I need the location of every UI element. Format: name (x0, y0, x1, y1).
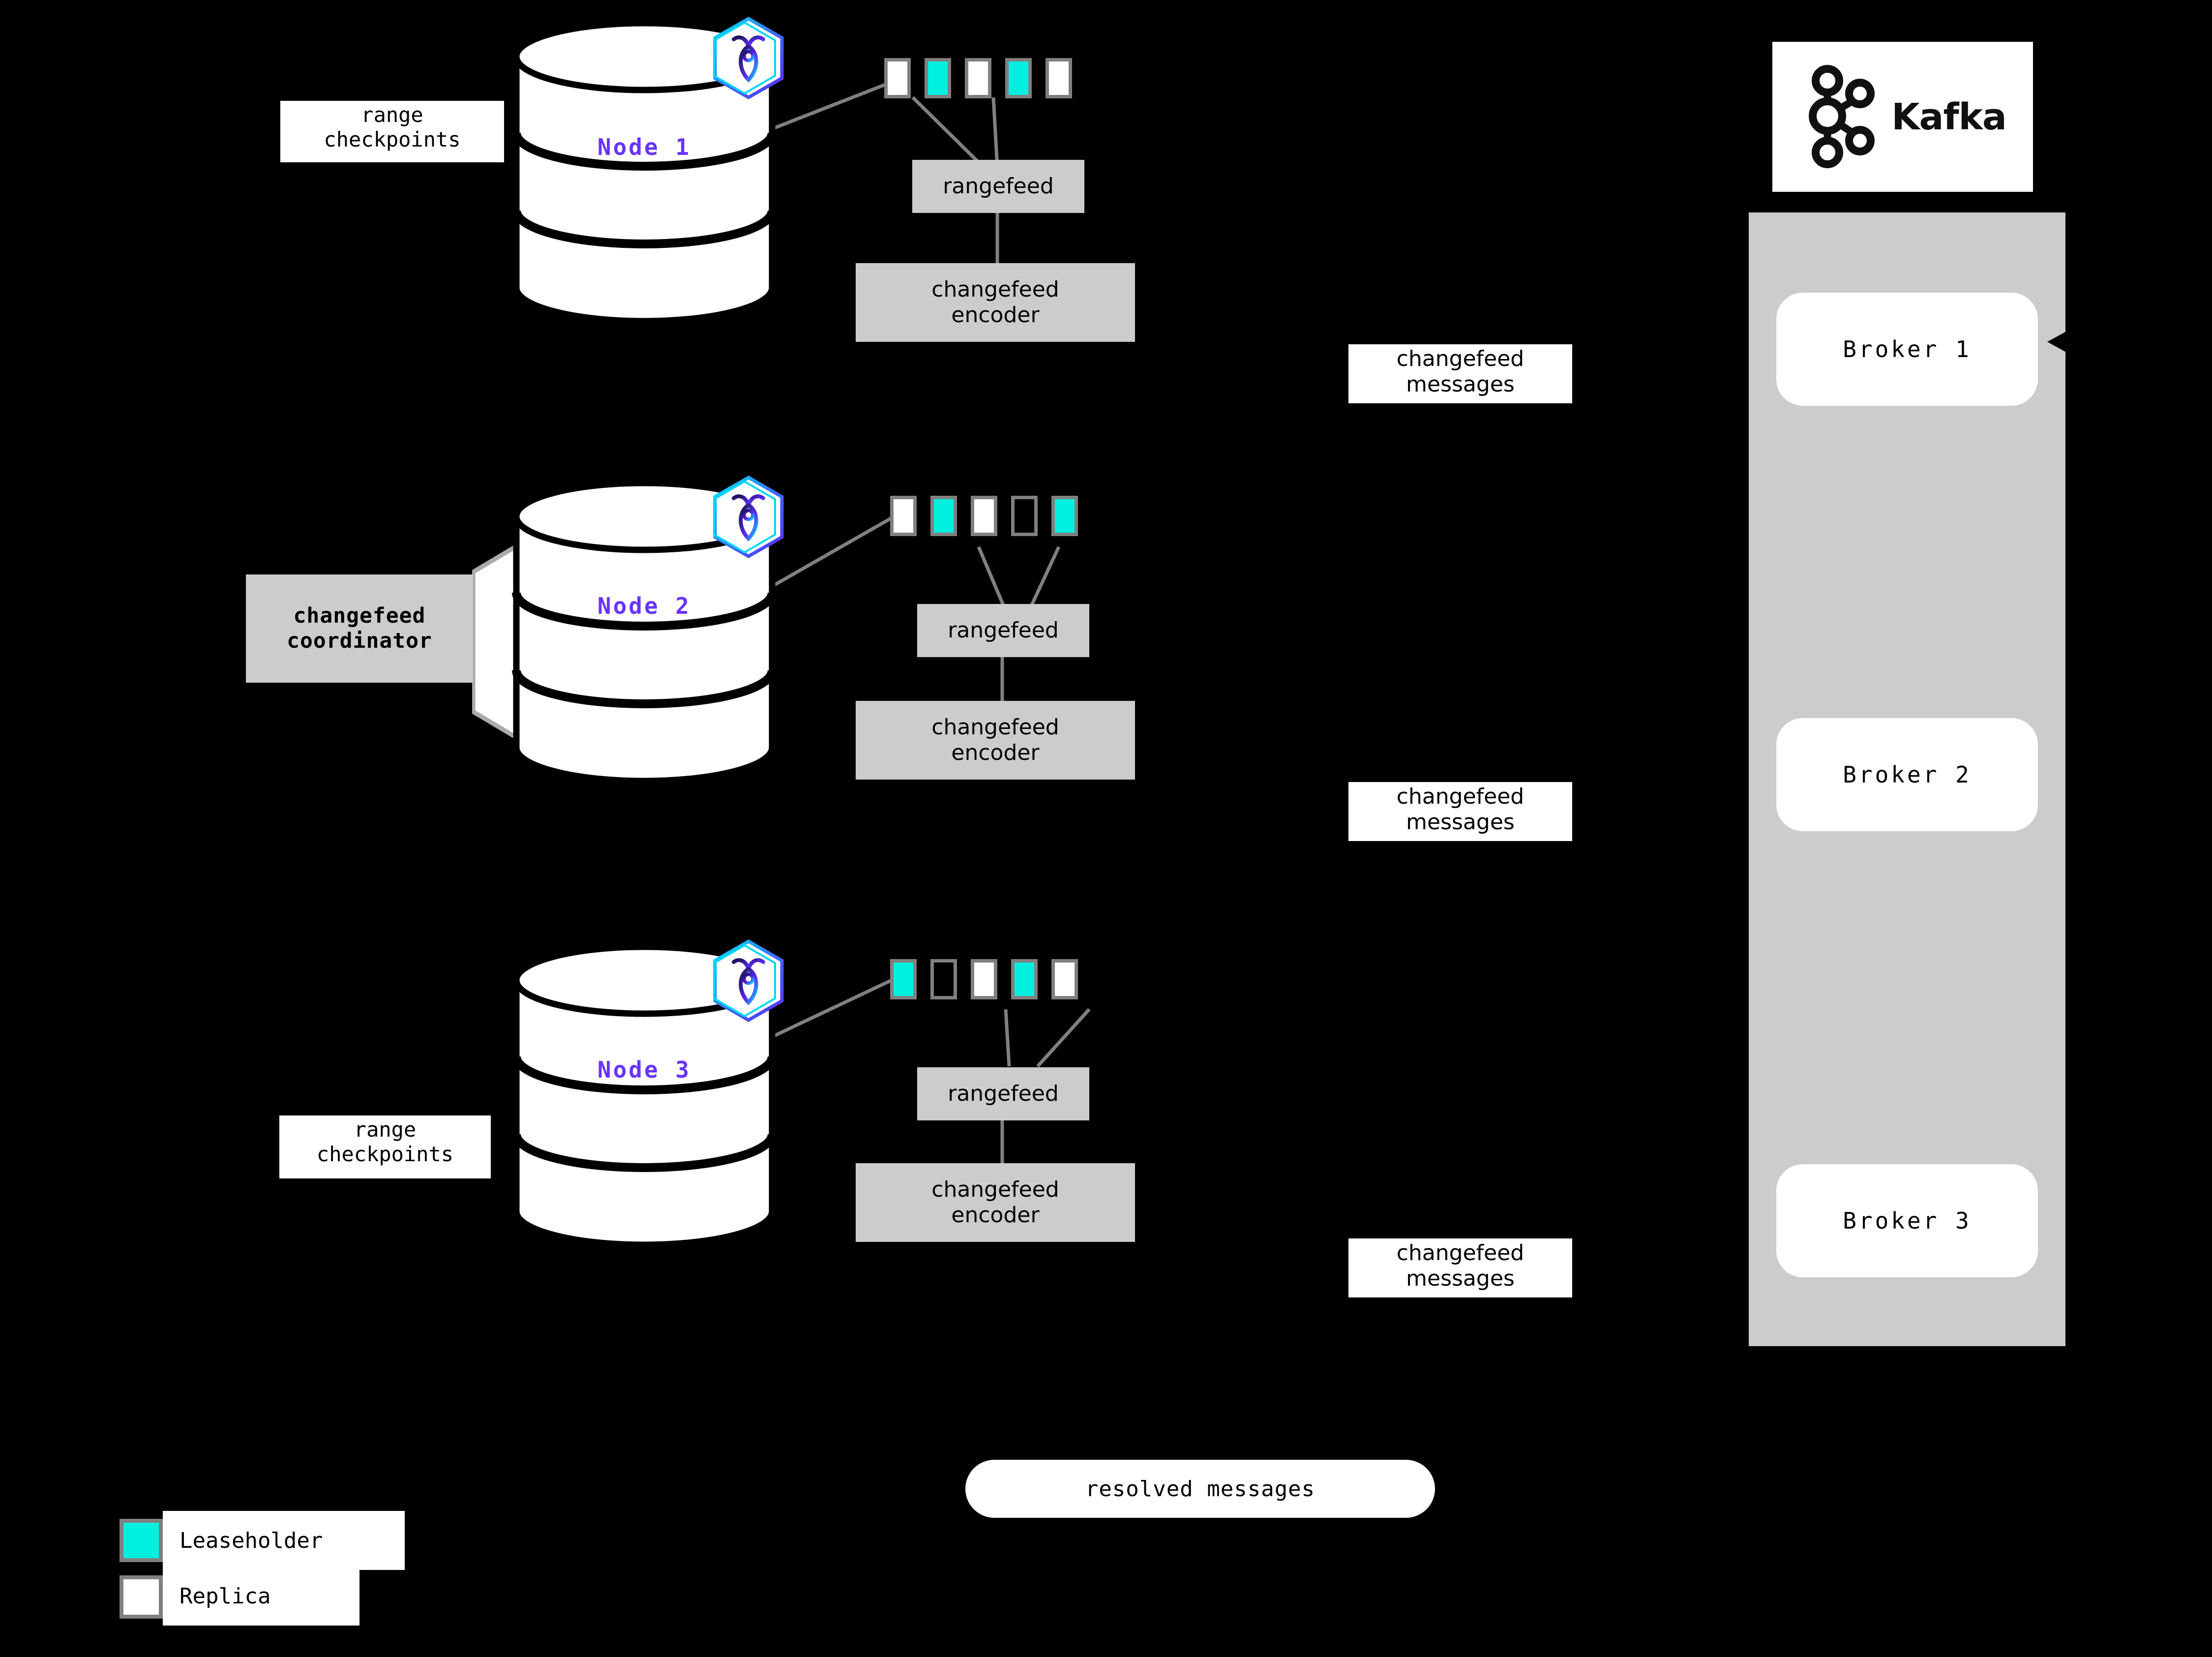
range-checkpoints-text: range checkpoints (316, 1117, 454, 1166)
rangefeed-box-node3[interactable]: rangefeed (917, 1067, 1089, 1120)
range-leaseholder[interactable] (1011, 959, 1038, 999)
kafka-inbound-arrow-icon (2047, 331, 2068, 353)
changefeed-encoder-box-node2[interactable]: changefeed encoder (856, 701, 1135, 780)
rangefeed-label: rangefeed (943, 174, 1054, 199)
legend-text: Replica (179, 1583, 271, 1609)
resolved-messages-label: resolved messages (1085, 1476, 1315, 1502)
kafka-wordmark: Kafka (1891, 95, 2007, 138)
node-label-3: Node 3 (597, 1056, 691, 1083)
changefeed-encoder-label: changefeed encoder (931, 1177, 1059, 1228)
changefeed-encoder-box-node1[interactable]: changefeed encoder (856, 263, 1135, 342)
changefeed-encoder-box-node3[interactable]: changefeed encoder (856, 1163, 1135, 1242)
kafka-logo-icon (1799, 63, 1883, 171)
node-cylinder-2 (511, 480, 777, 784)
rangefeed-label: rangefeed (948, 618, 1059, 643)
range-replica[interactable] (1046, 58, 1072, 98)
legend-label-replica: Replica (163, 1567, 359, 1626)
changefeed-coordinator-box[interactable]: changefeed coordinator (246, 574, 473, 683)
range-leaseholder[interactable] (925, 58, 951, 98)
range-replica[interactable] (971, 959, 997, 999)
range-leaseholder[interactable] (1005, 58, 1032, 98)
node-label-2: Node 2 (597, 593, 691, 619)
range-empty[interactable] (1011, 496, 1038, 536)
range-checkpoints-label-node3: range checkpoints (279, 1115, 491, 1178)
range-checkpoints-label-node1: range checkpoints (280, 101, 504, 162)
range-replica[interactable] (965, 58, 991, 98)
range-checkpoints-text: range checkpoints (324, 103, 461, 151)
broker-box-1[interactable]: Broker 1 (1776, 293, 2038, 406)
legend-swatch-leaseholder (120, 1519, 163, 1562)
range-row-node1 (884, 58, 1086, 98)
changefeed-messages-label-1: changefeed messages (1348, 344, 1572, 403)
range-replica[interactable] (890, 496, 917, 536)
cockroachdb-hex-icon (707, 938, 790, 1025)
range-leaseholder[interactable] (1051, 496, 1078, 536)
cockroachdb-hex-icon (707, 16, 790, 102)
changefeed-messages-label-2: changefeed messages (1348, 782, 1572, 841)
legend-label-leaseholder: Leaseholder (163, 1511, 405, 1570)
rangefeed-box-node2[interactable]: rangefeed (917, 604, 1089, 657)
changefeed-messages-text: changefeed messages (1396, 346, 1524, 397)
rangefeed-box-node1[interactable]: rangefeed (912, 160, 1084, 213)
broker-label: Broker 2 (1843, 761, 1972, 788)
changefeed-messages-text: changefeed messages (1396, 784, 1524, 835)
range-replica[interactable] (1051, 959, 1078, 999)
broker-label: Broker 3 (1843, 1207, 1972, 1234)
changefeed-encoder-label: changefeed encoder (931, 277, 1059, 328)
range-empty[interactable] (930, 959, 957, 999)
range-leaseholder[interactable] (930, 496, 957, 536)
legend-text: Leaseholder (179, 1528, 323, 1553)
changefeed-messages-text: changefeed messages (1396, 1240, 1524, 1291)
range-replica[interactable] (884, 58, 911, 98)
broker-box-3[interactable]: Broker 3 (1776, 1164, 2038, 1277)
node-label-1: Node 1 (597, 134, 691, 160)
broker-box-2[interactable]: Broker 2 (1776, 718, 2038, 831)
resolved-messages-pill: resolved messages (965, 1460, 1435, 1518)
legend-swatch-replica (120, 1575, 163, 1619)
changefeed-messages-label-3: changefeed messages (1348, 1238, 1572, 1297)
broker-label: Broker 1 (1843, 336, 1972, 362)
range-replica[interactable] (971, 496, 997, 536)
range-leaseholder[interactable] (890, 959, 917, 999)
kafka-logo-box: Kafka (1772, 42, 2033, 192)
changefeed-encoder-label: changefeed encoder (931, 715, 1059, 765)
changefeed-coordinator-label: changefeed coordinator (287, 603, 432, 653)
rangefeed-label: rangefeed (948, 1081, 1059, 1107)
node-cylinder-1 (511, 20, 777, 325)
range-row-node2 (890, 496, 1092, 536)
cockroachdb-hex-icon (707, 475, 790, 561)
range-row-node3 (890, 959, 1092, 999)
